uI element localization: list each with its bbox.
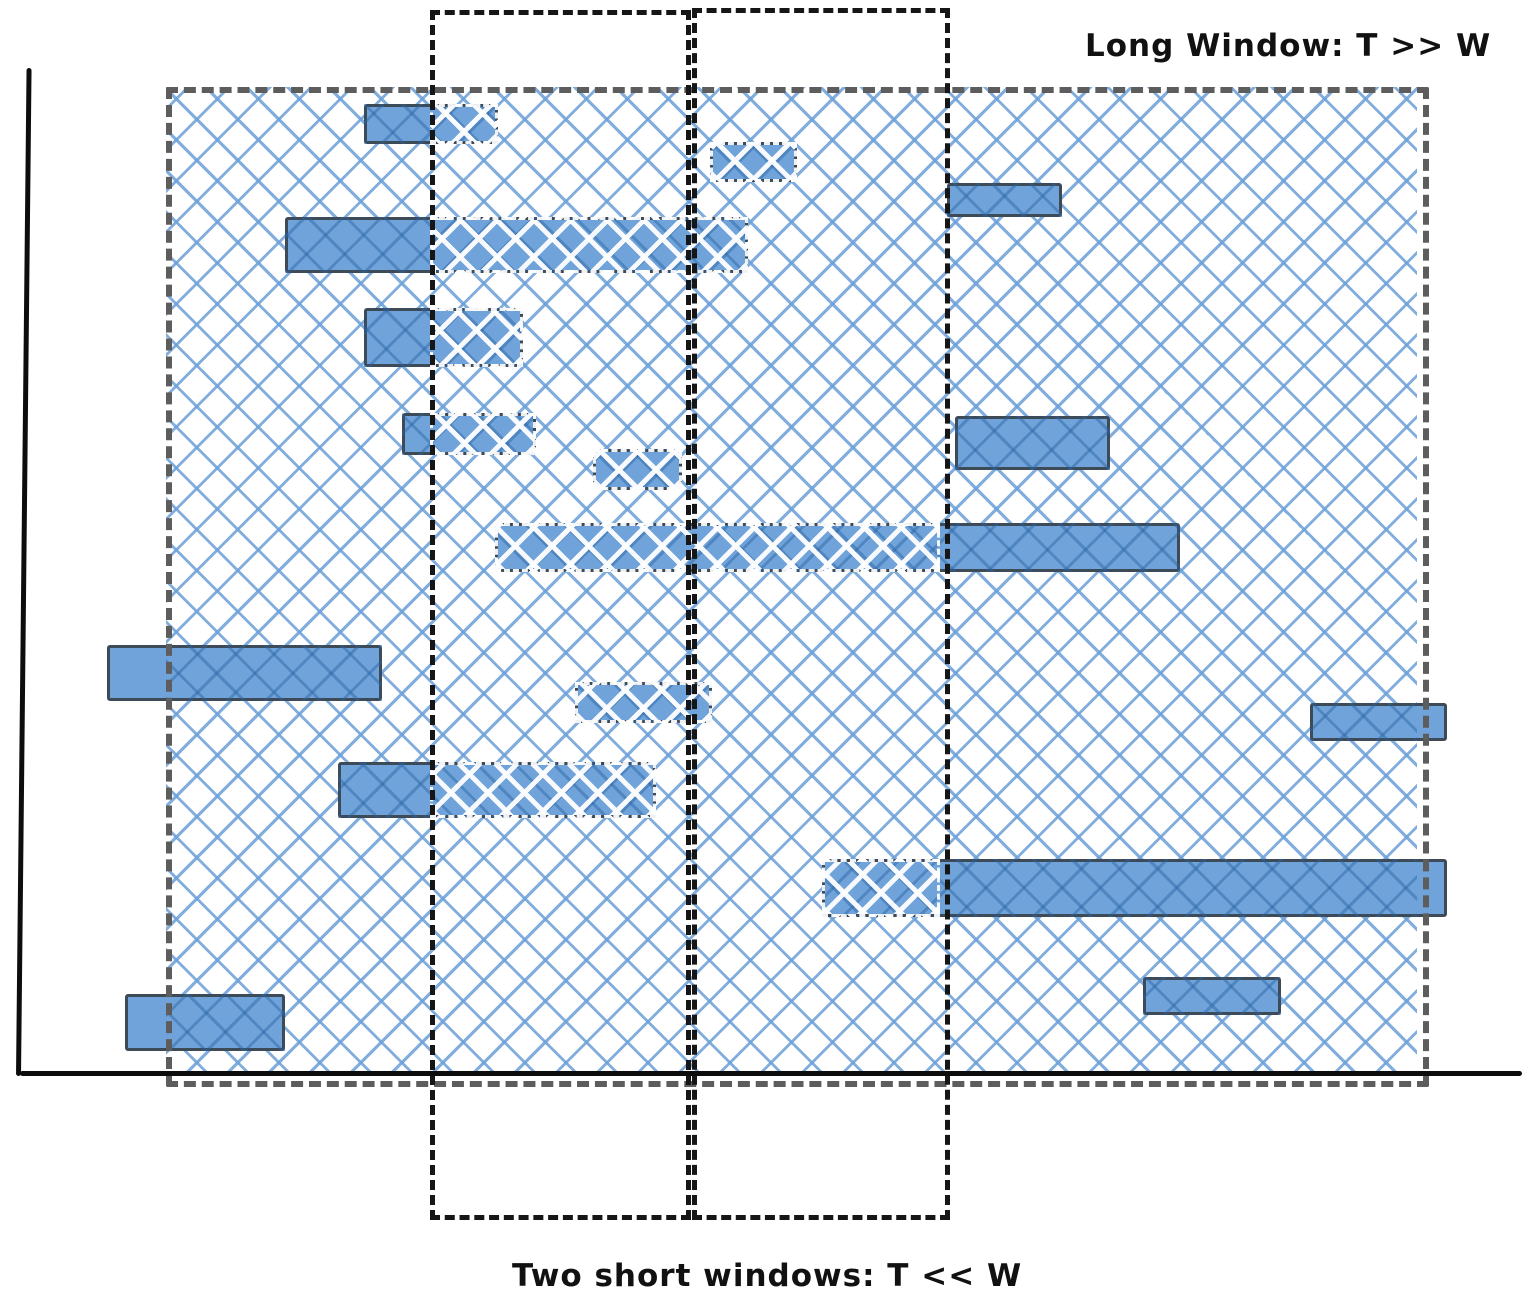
window-overlap-highlight xyxy=(430,308,523,367)
interval-bar-hatch xyxy=(593,449,682,490)
window-overlap-highlight xyxy=(430,104,498,144)
interval-bar xyxy=(593,449,682,490)
interval-bar xyxy=(822,859,1447,917)
interval-bar xyxy=(364,104,498,144)
interval-bar xyxy=(402,413,536,455)
window-overlap-highlight xyxy=(430,413,536,455)
interval-bar xyxy=(1310,703,1447,741)
interval-bar xyxy=(495,523,1180,572)
long-window-label: Long Window: T >> W xyxy=(1085,28,1492,64)
interval-bar xyxy=(1143,977,1281,1015)
y-axis xyxy=(16,68,32,1077)
window-overlap-highlight xyxy=(710,142,797,182)
window-overlap-highlight xyxy=(593,449,682,490)
interval-bar-hatch xyxy=(947,183,1062,217)
window-overlap-highlight xyxy=(430,217,748,273)
interval-bar-hatch xyxy=(575,682,712,723)
interval-bar-hatch xyxy=(822,859,1417,917)
window-overlap-highlight xyxy=(495,523,940,572)
window-overlap-highlight xyxy=(822,859,940,917)
interval-bar xyxy=(338,762,656,818)
interval-bar-hatch xyxy=(285,217,748,273)
interval-bar-hatch xyxy=(710,142,797,182)
interval-bar xyxy=(947,183,1062,217)
interval-bar xyxy=(107,645,382,701)
interval-bar xyxy=(364,308,523,367)
interval-bar-hatch xyxy=(1310,703,1417,741)
interval-bar xyxy=(285,217,748,273)
interval-bar-hatch xyxy=(166,645,382,701)
interval-bar xyxy=(955,416,1110,470)
window-overlap-highlight xyxy=(430,762,656,818)
interval-bar-hatch xyxy=(166,994,285,1051)
short-windows-label: Two short windows: T << W xyxy=(512,1258,1023,1294)
interval-bar xyxy=(125,994,285,1051)
interval-bar-hatch xyxy=(1143,977,1281,1015)
interval-bar-hatch xyxy=(495,523,1180,572)
interval-bar-hatch xyxy=(364,308,523,367)
interval-bar xyxy=(710,142,797,182)
interval-bar-hatch xyxy=(364,104,498,144)
interval-bar xyxy=(575,682,712,723)
interval-bar-hatch xyxy=(338,762,656,818)
interval-bar-hatch xyxy=(402,413,536,455)
x-axis xyxy=(20,1071,1522,1076)
interval-bar-hatch xyxy=(955,416,1110,470)
window-overlap-highlight xyxy=(575,682,712,723)
